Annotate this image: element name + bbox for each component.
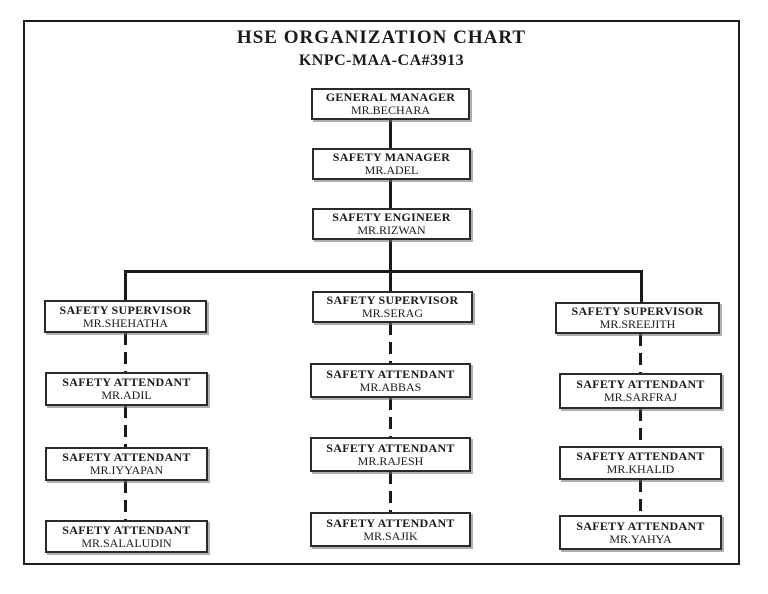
person-name: MR.ADEL (364, 163, 419, 177)
connector-right-att2-att3 (639, 480, 642, 515)
role-label: GENERAL MANAGER (325, 90, 456, 104)
org-node-safety-manager: SAFETY MANAGER MR.ADEL (312, 148, 471, 180)
org-node-attendant-middle-1: SAFETY ATTENDANT MR.ABBAS (310, 363, 471, 398)
role-label: SAFETY ATTENDANT (576, 377, 705, 391)
connector-left-att1-att2 (124, 406, 127, 447)
person-name: MR.SHEHATHA (82, 315, 168, 330)
connector-branch-left-drop (124, 270, 127, 300)
role-label: SAFETY SUPERVISOR (59, 302, 192, 317)
role-label: SAFETY ATTENDANT (326, 515, 455, 530)
person-name: MR.SAJIK (363, 528, 418, 543)
role-label: SAFETY ENGINEER (332, 210, 451, 224)
connector-se-to-branch (389, 240, 392, 291)
role-label: SAFETY ATTENDANT (62, 375, 191, 389)
connector-right-att1-att2 (639, 409, 642, 446)
org-node-attendant-right-1: SAFETY ATTENDANT MR.SARFRAJ (559, 373, 722, 409)
role-label: SAFETY ATTENDANT (576, 518, 705, 533)
org-node-attendant-left-2: SAFETY ATTENDANT MR.IYYAPAN (45, 447, 208, 481)
org-node-safety-engineer: SAFETY ENGINEER MR.RIZWAN (312, 208, 471, 240)
connector-gm-to-sm (389, 119, 392, 148)
org-node-attendant-left-3: SAFETY ATTENDANT MR.SALALUDIN (45, 520, 208, 553)
chart-title: HSE ORGANIZATION CHART (236, 27, 527, 48)
person-name: MR.YAHYA (609, 531, 672, 546)
role-label: SAFETY SUPERVISOR (571, 304, 704, 318)
person-name: MR.RIZWAN (357, 223, 426, 237)
connector-branch-horizontal (124, 270, 643, 273)
connector-left-att2-att3 (124, 481, 127, 520)
person-name: MR.SREEJITH (599, 317, 676, 331)
role-label: SAFETY ATTENDANT (326, 366, 455, 381)
role-label: SAFETY ATTENDANT (62, 522, 191, 537)
org-node-attendant-right-3: SAFETY ATTENDANT MR.YAHYA (559, 515, 722, 550)
connector-sm-to-se (389, 180, 392, 208)
person-name: MR.IYYAPAN (89, 463, 164, 477)
person-name: MR.ADIL (101, 388, 152, 402)
org-node-attendant-left-1: SAFETY ATTENDANT MR.ADIL (45, 372, 208, 406)
role-label: SAFETY ATTENDANT (326, 440, 455, 455)
role-label: SAFETY SUPERVISOR (326, 293, 459, 307)
org-node-attendant-middle-2: SAFETY ATTENDANT MR.RAJESH (310, 437, 471, 472)
role-label: SAFETY ATTENDANT (576, 449, 705, 463)
connector-left-sup-att1 (124, 333, 127, 372)
connector-mid-att1-att2 (389, 398, 392, 437)
org-node-supervisor-right: SAFETY SUPERVISOR MR.SREEJITH (555, 302, 720, 334)
person-name: MR.SERAG (361, 306, 423, 320)
org-node-supervisor-middle: SAFETY SUPERVISOR MR.SERAG (312, 291, 473, 323)
person-name: MR.ABBAS (359, 379, 422, 394)
person-name: MR.SARFRAJ (603, 390, 678, 404)
person-name: MR.BECHARA (350, 103, 430, 117)
person-name: MR.KHALID (606, 462, 675, 476)
org-node-supervisor-left: SAFETY SUPERVISOR MR.SHEHATHA (44, 300, 207, 333)
connector-mid-att2-att3 (389, 472, 392, 512)
person-name: MR.SALALUDIN (81, 535, 172, 550)
connector-branch-right-drop (640, 270, 643, 302)
person-name: MR.RAJESH (357, 453, 424, 468)
role-label: SAFETY MANAGER (332, 150, 451, 164)
org-node-general-manager: GENERAL MANAGER MR.BECHARA (311, 88, 470, 120)
org-node-attendant-right-2: SAFETY ATTENDANT MR.KHALID (559, 446, 722, 480)
role-label: SAFETY ATTENDANT (62, 450, 191, 464)
org-node-attendant-middle-3: SAFETY ATTENDANT MR.SAJIK (310, 512, 471, 547)
chart-subtitle: KNPC-MAA-CA#3913 (298, 52, 465, 69)
connector-mid-sup-att1 (389, 323, 392, 363)
connector-right-sup-att1 (639, 334, 642, 373)
